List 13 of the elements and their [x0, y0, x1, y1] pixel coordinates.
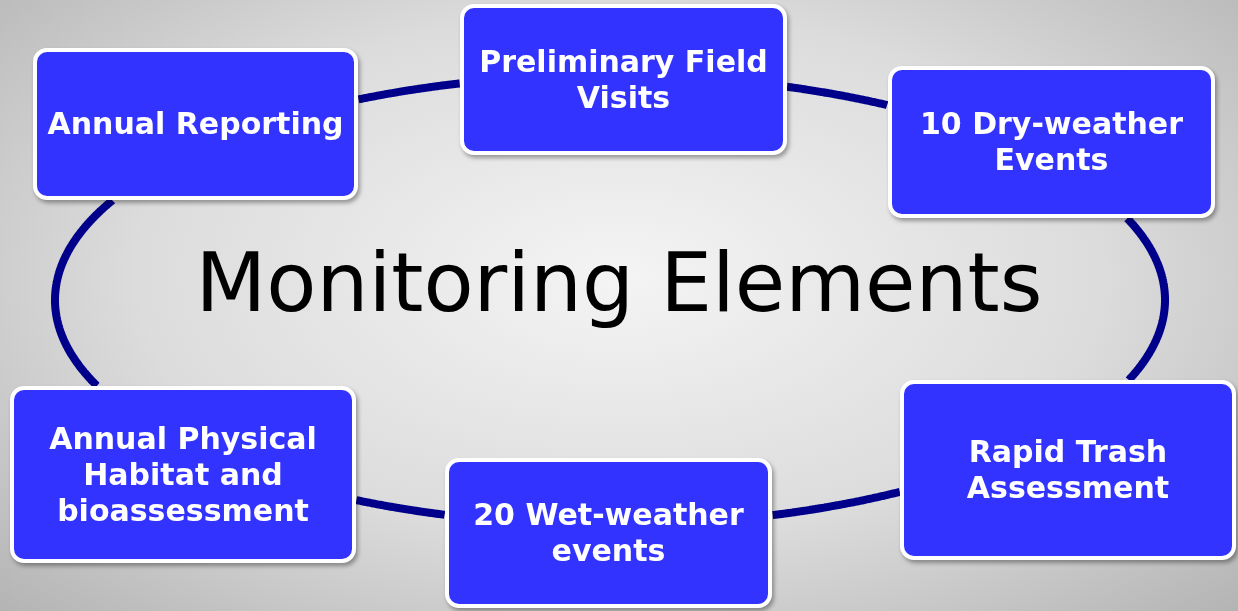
process-box [445, 458, 772, 608]
box-label: Preliminary Field Visits [478, 43, 769, 116]
box-label: Annual Reporting [47, 106, 344, 142]
box-label: Annual Physical Habitat and bioassessment [48, 420, 318, 529]
box-label: Rapid Trash Assessment [965, 434, 1171, 506]
process-box [888, 66, 1215, 218]
box-label: 10 Dry-weather Events [918, 106, 1184, 178]
process-box [900, 380, 1236, 560]
process-box [33, 48, 358, 200]
diagram-title: Monitoring Elements [194, 235, 1044, 330]
process-box [460, 4, 787, 155]
process-box [10, 386, 356, 563]
box-label: 20 Wet-weather events [472, 497, 745, 569]
